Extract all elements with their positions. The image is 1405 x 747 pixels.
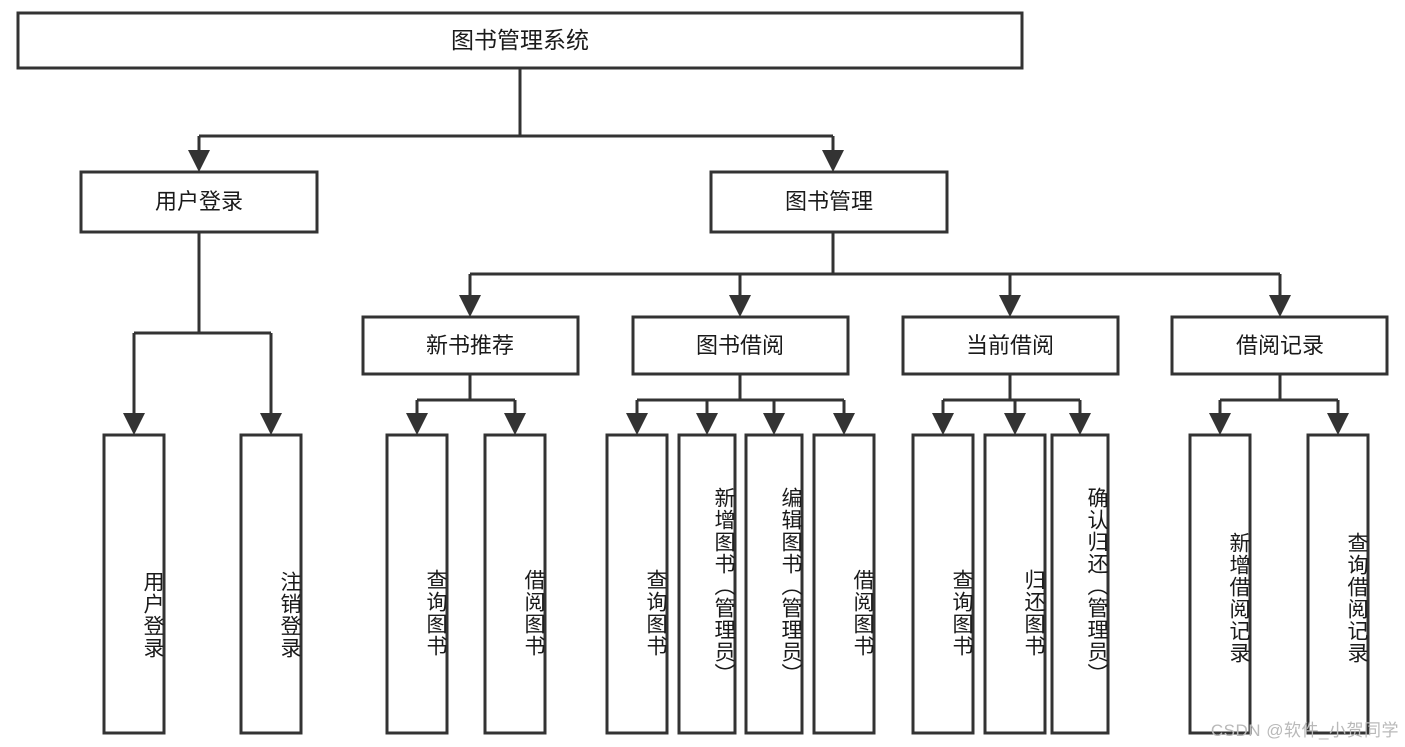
arrow-to-leaf-confirm-return [1069,413,1091,435]
arrow-to-leaf-borrow-book-2 [833,413,855,435]
leaf-box-logout[interactable] [239,433,303,735]
arrow-to-leaf-user-login [123,413,145,435]
arrow-to-leaf-query-record [1327,413,1349,435]
arrow-to-leaf-edit-book [763,413,785,435]
arrow-to-book-borrow [729,295,751,317]
connector-borrow-to-leaves [626,374,855,435]
node-book-management[interactable]: 图书管理 [709,170,949,234]
connector-current-to-leaves [932,374,1091,435]
node-user-login-label: 用户登录 [155,189,243,214]
node-book-management-label: 图书管理 [785,189,873,214]
leaf-box-query-book-2[interactable] [605,433,669,735]
arrow-to-user-login [188,150,210,172]
leaf-box-user-login[interactable] [102,433,166,735]
node-borrow-record[interactable]: 借阅记录 [1170,315,1389,376]
csdn-watermark: CSDN @软件_小贺同学 [1210,721,1399,740]
arrow-to-leaf-logout [260,413,282,435]
node-book-borrow[interactable]: 图书借阅 [631,315,850,376]
node-user-login[interactable]: 用户登录 [79,170,319,234]
arrow-to-leaf-return-book [1004,413,1026,435]
node-new-book-recommend-label: 新书推荐 [426,333,514,358]
connector-record-to-leaves [1209,374,1349,435]
connector-recommend-to-leaves [406,374,526,435]
leaf-box-add-record[interactable] [1188,433,1252,735]
node-new-book-recommend[interactable]: 新书推荐 [361,315,580,376]
leaf-boxes [102,433,1370,735]
arrow-to-leaf-borrow-book-1 [504,413,526,435]
leaf-box-borrow-book-1[interactable] [483,433,547,735]
arrow-to-new-book-recommend [459,295,481,317]
node-current-borrow-label: 当前借阅 [966,333,1054,358]
leaf-box-return-book[interactable] [983,433,1047,735]
arrow-to-leaf-add-record [1209,413,1231,435]
connector-root-to-level2 [188,68,844,172]
connector-userlogin-to-leaves [123,232,282,435]
leaf-box-query-book-1[interactable] [385,433,449,735]
node-current-borrow[interactable]: 当前借阅 [901,315,1120,376]
leaf-box-borrow-book-2[interactable] [812,433,876,735]
arrow-to-borrow-record [1269,295,1291,317]
node-borrow-record-label: 借阅记录 [1236,333,1324,358]
connector-bookmgmt-to-level3 [459,232,1291,317]
leaf-box-edit-book[interactable] [744,433,804,735]
node-root[interactable]: 图书管理系统 [16,11,1024,70]
node-book-borrow-label: 图书借阅 [696,333,784,358]
leaf-box-add-book[interactable] [677,433,737,735]
arrow-to-book-management [822,150,844,172]
arrow-to-leaf-add-book [696,413,718,435]
node-root-label: 图书管理系统 [451,27,589,53]
leaf-box-confirm-return[interactable] [1050,433,1110,735]
arrow-to-leaf-query-book-1 [406,413,428,435]
arrow-to-leaf-query-book-3 [932,413,954,435]
leaf-box-query-book-3[interactable] [911,433,975,735]
leaf-box-query-record[interactable] [1306,433,1370,735]
arrow-to-current-borrow [999,295,1021,317]
arrow-to-leaf-query-book-2 [626,413,648,435]
